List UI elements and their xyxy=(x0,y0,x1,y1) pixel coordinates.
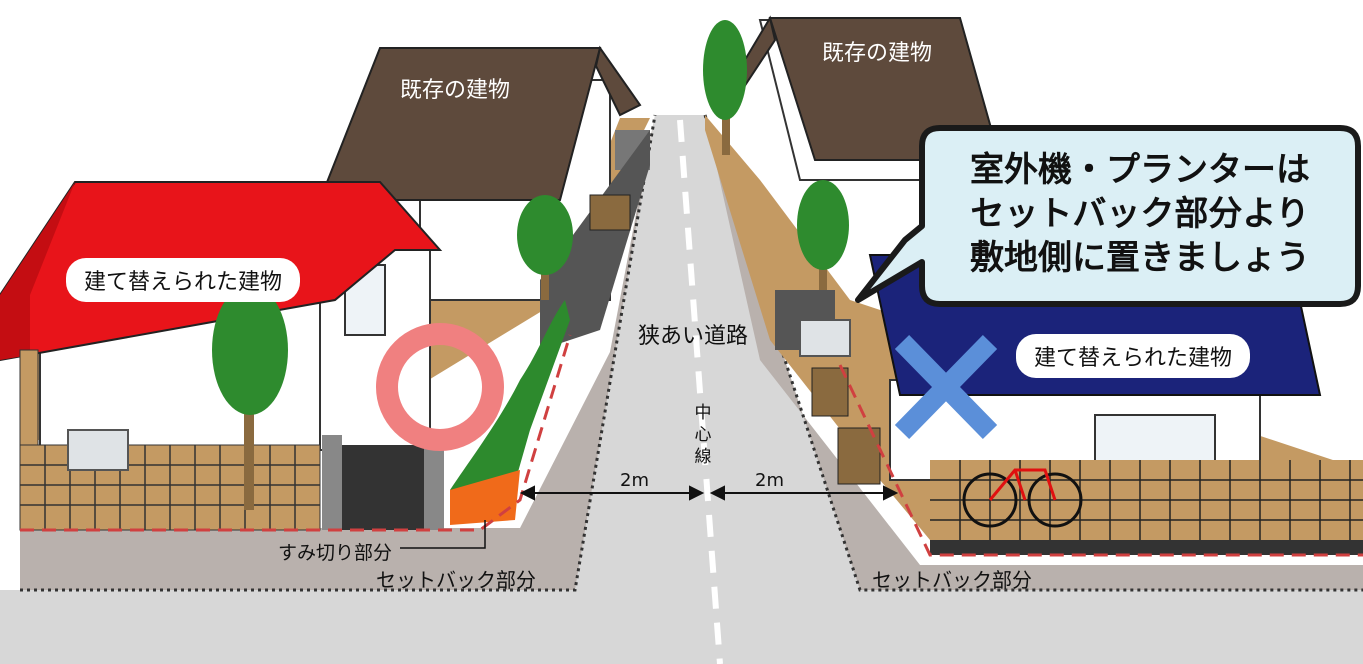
existing-roof-left xyxy=(318,47,602,201)
callout-line-2: セットバック部分より xyxy=(970,194,1310,234)
red-roof-side xyxy=(0,182,75,360)
air-conditioner-left xyxy=(67,429,129,471)
planter-right-1 xyxy=(811,367,849,417)
tree-right xyxy=(797,180,849,270)
good-mark-icon xyxy=(376,323,504,451)
bicycle xyxy=(962,468,1083,528)
road-edge-right xyxy=(703,114,1363,592)
hedge xyxy=(450,300,570,500)
right-base xyxy=(930,540,1363,555)
setback-area-left xyxy=(20,115,655,590)
callout-line-3: 敷地側に置きましょう xyxy=(970,238,1310,278)
setback-right-label: セットバック部分 xyxy=(872,568,1032,592)
tree-left xyxy=(212,285,288,415)
distance-arrow-right xyxy=(709,485,899,501)
setback-boundary-left xyxy=(20,334,572,532)
gate-post-right xyxy=(424,445,444,530)
tree-trunk-back xyxy=(722,100,730,155)
planter-back-left xyxy=(589,194,631,231)
left-pillar xyxy=(19,349,39,451)
distance-right-label: 2m xyxy=(755,470,784,491)
narrow-road-label: 狭あい道路 xyxy=(638,324,749,349)
distance-left-label: 2m xyxy=(620,470,649,491)
rebuilt-building-right-label: 建て替えられた建物 xyxy=(1016,334,1251,378)
callout-line-1: 室外機・プランターは xyxy=(970,150,1310,190)
existing-building-left-label: 既存の建物 xyxy=(400,78,511,103)
corner-cut-label: すみ切り部分 xyxy=(278,542,393,564)
narrow-road xyxy=(575,115,860,590)
setback-boundary-right xyxy=(838,364,1363,557)
left-side-wall xyxy=(540,130,650,350)
bad-mark-icon xyxy=(894,335,998,439)
callout-bubble xyxy=(855,125,1361,307)
callout-text: 室外機・プランターは セットバック部分より 敷地側に置きましょう xyxy=(940,148,1340,280)
distance-arrow-left xyxy=(519,485,705,501)
tree-trunk-left xyxy=(244,380,254,510)
center-line-label: 中 心 線 xyxy=(694,403,712,467)
corner-cut-leader xyxy=(400,520,486,549)
window-right xyxy=(1094,414,1216,464)
gate xyxy=(342,445,424,530)
gate-post-left xyxy=(322,435,342,530)
tree-back xyxy=(703,20,747,120)
setback-left-label: セットバック部分 xyxy=(376,568,536,592)
right-fence xyxy=(930,460,1363,545)
right-fence-grid xyxy=(930,460,1363,545)
air-conditioner-right xyxy=(799,319,851,357)
road-edge-left xyxy=(20,114,657,592)
center-line xyxy=(677,119,723,664)
cross-road xyxy=(0,590,1363,664)
rebuilt-building-left-label: 建て替えられた建物 xyxy=(66,258,301,302)
existing-building-right-label: 既存の建物 xyxy=(822,41,933,66)
tree-mid xyxy=(517,195,573,275)
existing-roof-left-edge xyxy=(594,45,642,117)
